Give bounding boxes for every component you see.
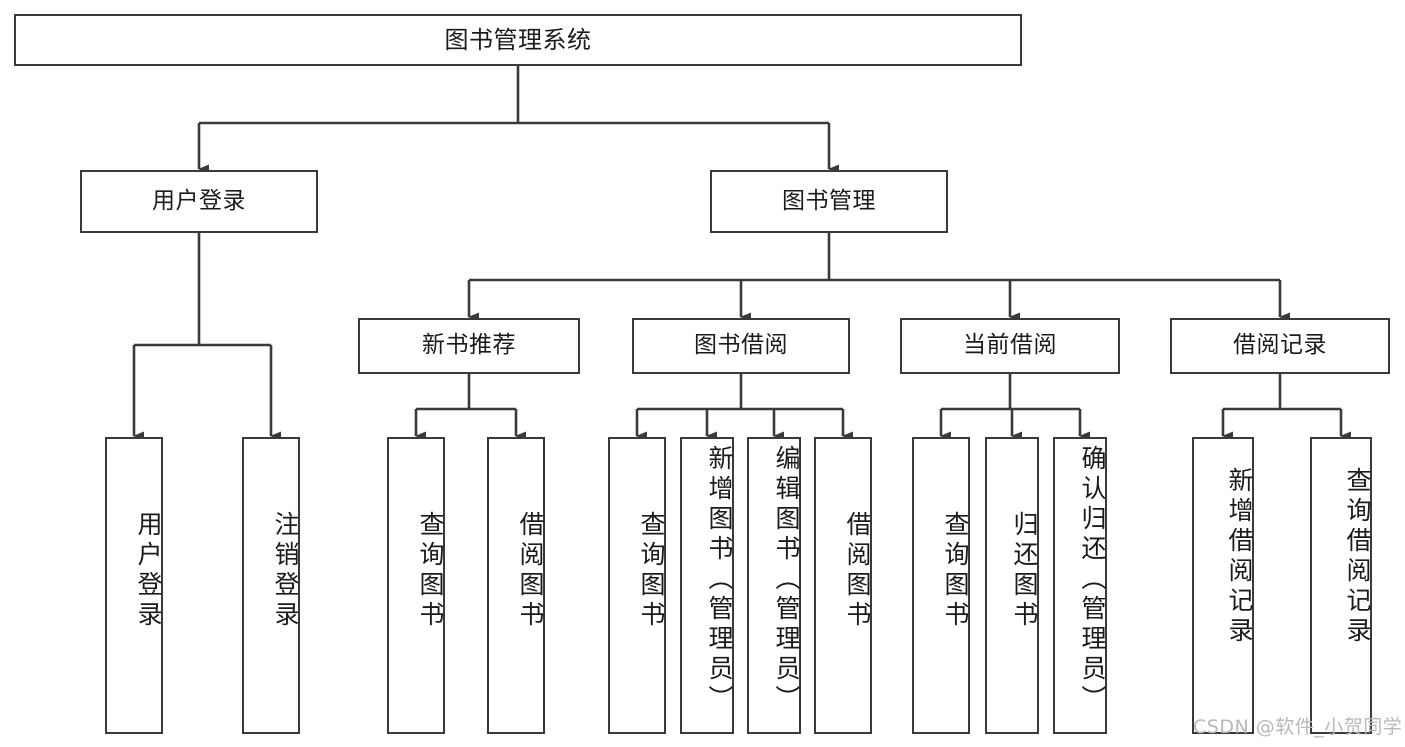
node-l-b1[interactable]: 借阅图书 <box>487 437 545 734</box>
node-bookmgmt[interactable]: 图书管理 <box>710 170 948 233</box>
node-l-addrec[interactable]: 新增借阅记录 <box>1192 437 1254 734</box>
node-l-userlogin[interactable]: 用户登录 <box>105 437 163 734</box>
node-login[interactable]: 用户登录 <box>80 170 318 233</box>
node-label: 借阅记录 <box>1233 332 1327 359</box>
node-l-confirm[interactable]: 确认归还（管理员） <box>1053 437 1107 734</box>
node-label: 用户登录 <box>152 187 246 214</box>
node-label: 新增借阅记录 <box>1225 467 1254 647</box>
node-borrow[interactable]: 图书借阅 <box>632 318 850 374</box>
node-l-q1[interactable]: 查询图书 <box>387 437 445 734</box>
node-label: 新增图书（管理员） <box>705 445 734 715</box>
node-records[interactable]: 借阅记录 <box>1170 318 1390 374</box>
node-current[interactable]: 当前借阅 <box>900 318 1120 374</box>
node-label: 查询图书 <box>941 511 970 631</box>
node-l-qrec[interactable]: 查询借阅记录 <box>1310 437 1372 734</box>
node-label: 当前借阅 <box>963 332 1057 359</box>
node-label: 新书推荐 <box>422 332 516 359</box>
node-l-add[interactable]: 新增图书（管理员） <box>680 437 734 734</box>
node-l-b2[interactable]: 借阅图书 <box>814 437 872 734</box>
node-label: 图书借阅 <box>694 332 788 359</box>
node-label: 查询图书 <box>416 511 445 631</box>
node-label: 查询图书 <box>637 511 666 631</box>
node-label: 借阅图书 <box>843 511 872 631</box>
node-label: 查询借阅记录 <box>1343 467 1372 647</box>
node-l-return[interactable]: 归还图书 <box>985 437 1039 734</box>
node-l-edit[interactable]: 编辑图书（管理员） <box>747 437 801 734</box>
node-label: 确认归还（管理员） <box>1078 445 1107 715</box>
node-label: 注销登录 <box>271 511 300 631</box>
node-newbook[interactable]: 新书推荐 <box>358 318 580 374</box>
node-label: 编辑图书（管理员） <box>772 445 801 715</box>
node-label: 图书管理系统 <box>444 25 592 54</box>
node-label: 图书管理 <box>782 187 876 214</box>
watermark-text: CSDN @软件_小贺同学 <box>1193 716 1403 738</box>
node-label: 用户登录 <box>134 511 163 631</box>
node-label: 借阅图书 <box>516 511 545 631</box>
node-l-logout[interactable]: 注销登录 <box>242 437 300 734</box>
node-l-q2[interactable]: 查询图书 <box>608 437 666 734</box>
node-l-q3[interactable]: 查询图书 <box>912 437 970 734</box>
node-root[interactable]: 图书管理系统 <box>14 14 1022 66</box>
node-label: 归还图书 <box>1010 511 1039 631</box>
